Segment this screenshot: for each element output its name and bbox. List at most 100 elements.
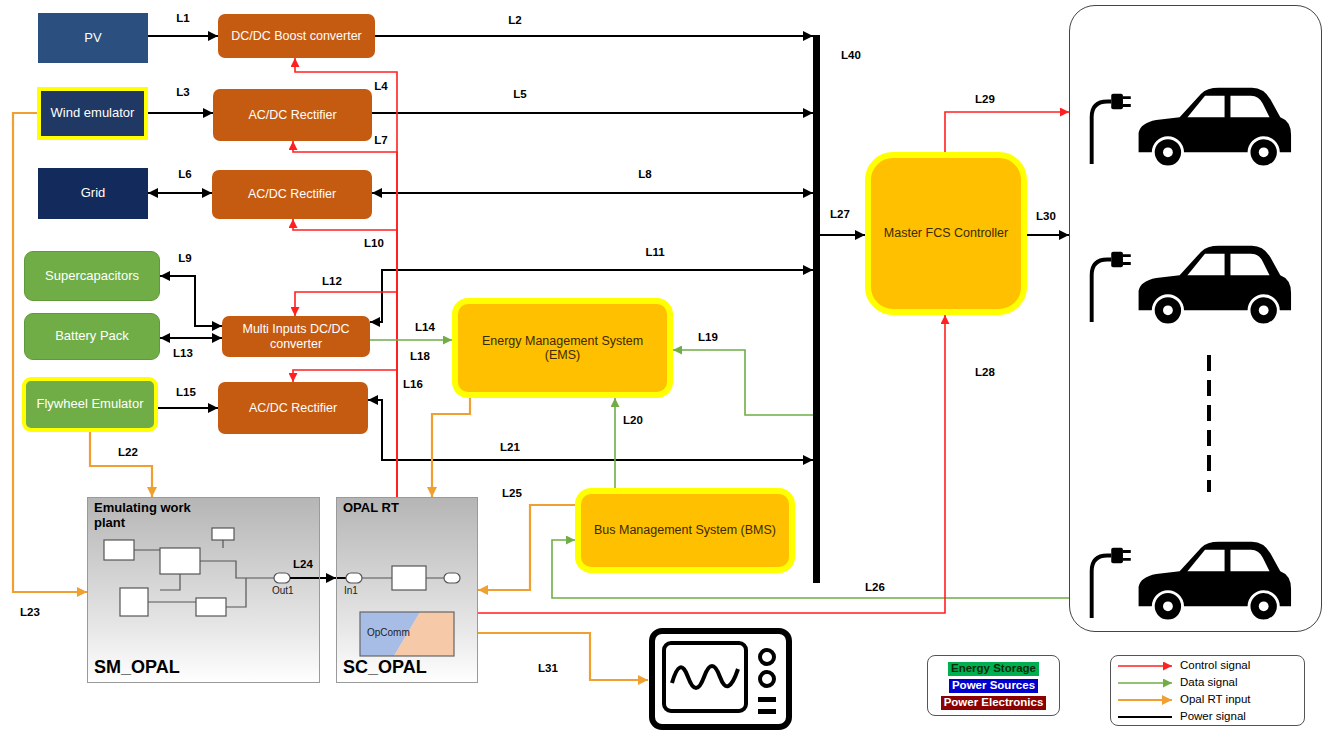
line-number: L21	[500, 441, 520, 454]
node-text: DC/DC Boost converter	[231, 29, 362, 43]
scope-knob	[760, 672, 774, 686]
legend-row: Energy Storage	[927, 662, 1060, 676]
opal-model-sketch	[336, 566, 460, 656]
line-number: L7	[374, 134, 387, 147]
legend-text: Data signal	[1180, 676, 1238, 690]
power-line	[1027, 234, 1069, 236]
scope-button	[758, 697, 776, 702]
control-signal	[293, 219, 397, 497]
line-number: L23	[20, 606, 40, 619]
converter-box: AC/DC Rectifier	[212, 170, 372, 219]
opal-input-line	[432, 398, 470, 497]
node-text: Master FCS Controller	[884, 226, 1008, 240]
opal-input-line	[478, 505, 575, 590]
line-number: L31	[538, 662, 558, 675]
legend-text: Energy Storage	[951, 662, 1036, 674]
line-number: L12	[322, 275, 342, 288]
opal-model-sketch-part	[444, 573, 460, 583]
line-number: L19	[698, 331, 718, 344]
storage-box: Supercapacitors	[24, 251, 160, 301]
line-number: L9	[178, 252, 191, 265]
line-number: L16	[403, 378, 423, 391]
simulink-model-sketch-part	[160, 548, 200, 574]
converter-box: DC/DC Boost converter	[218, 14, 375, 58]
scope-knob	[760, 650, 774, 664]
data-signal	[673, 350, 813, 415]
legend-line-sample	[1118, 665, 1172, 667]
node-text: Battery Pack	[55, 329, 129, 344]
node-text: SC_OPAL	[343, 657, 427, 678]
node-text: AC/DC Rectifier	[248, 187, 336, 201]
simulink-model-sketch-part	[212, 528, 234, 540]
power-line	[148, 112, 213, 114]
legend-text: Control signal	[1180, 659, 1250, 673]
scope-screen	[664, 643, 746, 711]
legend-text: Power signal	[1180, 710, 1246, 724]
line-number: L11	[645, 246, 664, 259]
legend-text: Opal RT input	[1180, 693, 1251, 707]
block-fill	[87, 497, 320, 683]
line-number: L29	[975, 93, 995, 106]
simulink-model-sketch-part	[274, 573, 290, 583]
legend-line-sample	[1118, 682, 1172, 684]
line-number: L10	[364, 237, 384, 250]
simulink-model-sketch	[104, 528, 320, 616]
opal-model-sketch-part	[346, 573, 362, 583]
power-source-box: PV	[38, 13, 148, 63]
controller-box: Energy Management System (EMS)	[452, 298, 673, 398]
legend-line-sample	[1118, 716, 1172, 718]
block-name: OpComm	[367, 627, 410, 638]
line-number: L4	[374, 80, 387, 93]
line-number: L2	[508, 14, 521, 27]
power-line	[160, 337, 222, 339]
line-number: L30	[1036, 210, 1056, 223]
power-line	[372, 192, 813, 194]
legend-row: Power Sources	[927, 679, 1060, 693]
power-line	[158, 407, 218, 409]
scope-button	[758, 709, 776, 714]
electric-vehicles	[1092, 88, 1291, 621]
legend-swatch: Power Sources	[949, 679, 1038, 693]
power-source-box: Grid	[38, 168, 148, 219]
port-name: Out1	[272, 585, 294, 596]
storage-box: Battery Pack	[24, 313, 160, 360]
line-number: L27	[830, 208, 850, 221]
simulink-model-sketch-part	[290, 577, 320, 579]
oscilloscope-icon	[648, 627, 793, 731]
line-number: L8	[638, 168, 651, 181]
converter-box: AC/DC Rectifier	[218, 382, 368, 434]
opal-input-line	[90, 432, 152, 497]
opal-input-line	[478, 633, 648, 680]
power-line	[368, 400, 813, 460]
legend-samples	[1118, 666, 1172, 717]
power-line	[375, 35, 813, 37]
power-line	[148, 192, 212, 194]
simulink-model-sketch-part	[196, 598, 226, 616]
node-text: Flywheel Emulator	[37, 397, 144, 412]
line-number: L26	[865, 581, 885, 594]
opal-model-sketch-part	[336, 577, 346, 579]
scope-case	[652, 631, 789, 727]
controller-box: Master FCS Controller	[865, 152, 1027, 315]
power-line	[372, 112, 813, 114]
line-number: L28	[975, 366, 995, 379]
block-fill	[336, 497, 478, 683]
legend-swatch: Energy Storage	[948, 662, 1039, 676]
power-line	[820, 234, 865, 236]
line-number: L24	[293, 558, 313, 571]
simulink-model-sketch-part	[134, 540, 274, 607]
controller-box: Bus Management System (BMS)	[575, 488, 795, 573]
line-number: L5	[513, 88, 526, 101]
data-signal	[614, 398, 616, 488]
node-text: OPAL RT	[343, 501, 399, 516]
power-line	[148, 35, 218, 37]
ellipsis-dashes	[1207, 355, 1211, 492]
node-text: L40	[841, 49, 861, 62]
line-number: L20	[623, 414, 643, 427]
data-signal	[370, 339, 452, 341]
node-text: Bus Management System (BMS)	[594, 523, 776, 537]
node-text: Multi Inputs DC/DC converter	[228, 322, 364, 351]
legend-swatch: Power Electronics	[941, 696, 1047, 710]
simulation-backgrounds	[87, 497, 478, 683]
